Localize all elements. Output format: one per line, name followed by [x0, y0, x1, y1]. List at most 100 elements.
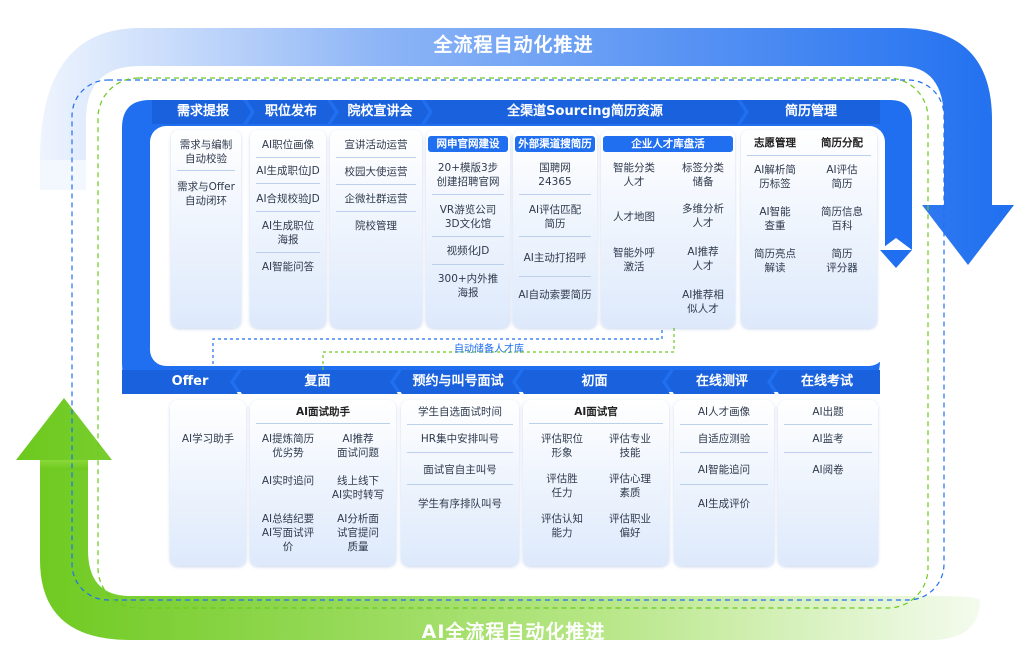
- list-item: AI推荐相 似人才: [682, 289, 724, 315]
- divider: [519, 236, 591, 237]
- stage-header-scheduling: 预约与叫号面试: [412, 374, 504, 389]
- divider: [336, 184, 416, 185]
- list-item: AI推荐 人才: [687, 246, 719, 272]
- list-item: 简历 评分器: [826, 248, 858, 274]
- stage-header-assessment: 在线测评: [695, 374, 748, 389]
- sub-header-ai-assistant: AI面试助手: [295, 406, 351, 418]
- card-scheduling: [401, 400, 519, 566]
- stage-header-campus-talk: 院校宣讲会: [347, 104, 413, 119]
- blue-dashed-loop: [71, 79, 945, 601]
- green-dashed-loop: [97, 77, 929, 609]
- card-resume-mgmt: [741, 130, 877, 328]
- list-item: AI出题: [812, 406, 844, 418]
- divider: [747, 155, 871, 156]
- list-item: AI评估匹配 简历: [528, 204, 582, 230]
- list-item: AI生成职位 海报: [261, 220, 315, 246]
- divider: [256, 157, 320, 158]
- list-item: 宣讲活动运营: [344, 139, 408, 151]
- sub-header-distribution: 简历分配: [821, 137, 863, 149]
- list-item: 视频化JD: [446, 245, 490, 257]
- divider: [177, 170, 235, 171]
- card-re-interview: [250, 400, 396, 566]
- divider: [256, 423, 390, 424]
- divider: [256, 183, 320, 184]
- card-sourcing-talent-pool: [601, 130, 735, 328]
- list-item: 面试官自主叫号: [423, 464, 497, 476]
- bottom-flow-arrow: [16, 398, 980, 640]
- list-item: AI生成评价: [697, 498, 751, 510]
- list-item: 学生有序排队叫号: [418, 498, 502, 510]
- list-item: 学生自选面试时间: [418, 406, 502, 418]
- divider: [407, 424, 513, 425]
- list-item: 院校管理: [355, 220, 397, 232]
- divider: [336, 211, 416, 212]
- list-item: 简历信息 百科: [821, 206, 863, 232]
- list-item: 企微社群运营: [344, 193, 408, 205]
- list-item: AI智能 查重: [759, 206, 791, 232]
- list-item: AI智能追问: [697, 464, 751, 476]
- list-item: 标签分类 储备: [682, 162, 724, 188]
- card-sourcing-external: [513, 130, 597, 328]
- list-item: AI评估 简历: [826, 164, 858, 190]
- bottom-banner-title: AI全流程自动化推进: [421, 621, 606, 643]
- list-item: 需求与Offer 自动闭环: [177, 181, 235, 207]
- stage-header-re-interview: 复面: [304, 374, 331, 389]
- list-item: 多维分析 人才: [682, 203, 724, 229]
- list-item: 人才地图: [613, 211, 655, 223]
- sub-header-talent-pool: 企业人才库盘活: [603, 136, 733, 152]
- list-item: 300+内外推 海报: [437, 273, 499, 299]
- divider: [519, 276, 591, 277]
- stage-header-exam: 在线考试: [800, 374, 853, 389]
- list-item: 智能外呼 激活: [613, 247, 655, 273]
- list-item: AI人才画像: [697, 406, 751, 418]
- list-item: VR游览公司 3D文化馆: [439, 204, 497, 230]
- stage-header-demand: 需求提报: [176, 104, 229, 119]
- list-item: AI自动索要简历: [518, 289, 592, 301]
- divider: [256, 211, 320, 212]
- list-item: 评估职位 形象: [541, 433, 583, 459]
- divider: [432, 194, 504, 195]
- stage-header-resume-mgmt: 简历管理: [784, 104, 837, 119]
- divider: [784, 452, 872, 453]
- list-item: AI推荐 面试问题: [337, 433, 379, 459]
- top-banner-title: 全流程自动化推进: [433, 34, 594, 56]
- card-job-posting: [250, 130, 326, 328]
- list-item: 自适应测验: [697, 433, 751, 445]
- list-item: AI解析简 历标签: [754, 164, 796, 190]
- top-flow-arrow: [40, 28, 1014, 265]
- list-item: 评估心理 素质: [609, 473, 651, 499]
- list-item: 国聘网 24365: [538, 162, 572, 188]
- list-item: AI监考: [812, 433, 844, 445]
- card-exam: [778, 400, 878, 566]
- divider: [407, 452, 513, 453]
- list-item: AI主动打招呼: [523, 252, 587, 264]
- list-item: AI智能问答: [261, 261, 315, 273]
- sub-header-website: 网申官网建设: [428, 136, 508, 152]
- list-item: 线上线下 AI实时转写: [331, 475, 385, 501]
- card-sourcing-website: [426, 130, 510, 328]
- list-item: AI合规校验JD: [256, 193, 320, 205]
- list-item: AI分析面 试官提问 质量: [337, 513, 379, 553]
- divider: [529, 423, 663, 424]
- talent-pool-label: 自动储备人才库: [454, 344, 524, 355]
- stage-header-first-interview: 初面: [581, 374, 608, 389]
- divider: [336, 157, 416, 158]
- divider: [784, 424, 872, 425]
- stage-header-sourcing: 全渠道Sourcing简历资源: [507, 104, 663, 119]
- list-item: 评估专业 技能: [609, 433, 651, 459]
- divider: [432, 264, 504, 265]
- card-assessment: [674, 400, 774, 566]
- divider: [407, 484, 513, 485]
- sub-header-external: 外部渠道搜简历: [515, 136, 595, 152]
- list-item: 评估胜 任力: [546, 473, 578, 499]
- list-item: AI职位画像: [261, 139, 315, 151]
- list-item: 需求与编制 自动校验: [179, 139, 233, 165]
- divider: [680, 424, 768, 425]
- stage-header-job-posting: 职位发布: [264, 104, 317, 119]
- list-item: AI阅卷: [812, 464, 844, 476]
- divider: [680, 452, 768, 453]
- list-item: AI学习助手: [181, 433, 235, 445]
- list-item: AI实时追问: [261, 475, 315, 487]
- divider: [256, 252, 320, 253]
